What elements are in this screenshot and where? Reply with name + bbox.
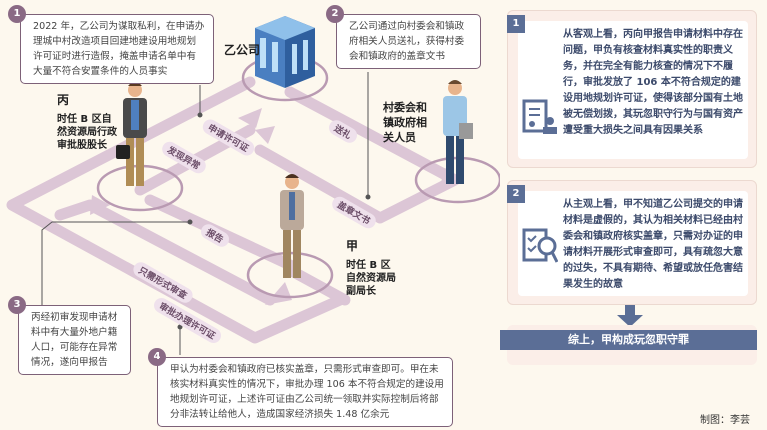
note-3: 丙经初审发现申请材料中有大量外地户籍人口，可能存在异常情况，遂向甲报告 [18, 305, 131, 375]
note-4-badge: 4 [148, 348, 166, 366]
company-building-icon [255, 16, 315, 88]
jia-title: 时任 B 区自然资源局副局长 [346, 260, 396, 297]
note-2-badge: 2 [326, 5, 344, 23]
note-3-badge: 3 [8, 296, 26, 314]
company-label: 乙公司 [224, 43, 261, 57]
jia-figure-icon [280, 174, 304, 278]
analysis-2-text: 从主观上看，甲不知道乙公司提交的申请材料是虚假的，其认为相关材料已经由村委会和镇… [563, 199, 743, 290]
note-2: 乙公司通过向村委会和镇政府相关人员送礼，获得村委会和镇政府的盖章文书 [336, 14, 481, 69]
arrow-down-icon [617, 305, 643, 327]
bing-label: 丙时任 B 区自然资源局行政审批股股长 [57, 94, 117, 152]
note-4: 甲认为村委会和镇政府已核实盖章，只需形式审查即可。甲在未核实材料真实性的情况下，… [157, 357, 453, 427]
village-label: 村委会和镇政府相关人员 [383, 100, 433, 145]
analysis-1-badge: 1 [507, 15, 525, 33]
jia-name: 甲 [346, 239, 359, 253]
credit: 制图：李芸 [700, 415, 750, 426]
bing-name: 丙 [57, 93, 70, 107]
bing-title: 时任 B 区自然资源局行政审批股股长 [57, 114, 117, 151]
note-2-text: 乙公司通过向村委会和镇政府相关人员送礼，获得村委会和镇政府的盖章文书 [349, 21, 465, 62]
bing-figure-icon [116, 82, 147, 186]
note-4-text: 甲认为村委会和镇政府已核实盖章，只需形式审查即可。甲在未核实材料真实性的情况下，… [170, 364, 444, 420]
analysis-1-text: 从客观上看，丙向甲报告申请材料中存在问题，甲负有核查材料真实性的职责义务，并在完… [563, 29, 743, 136]
analysis-subjective: 从主观上看，甲不知道乙公司提交的申请材料是虚假的，其认为相关材料已经由村委会和镇… [507, 180, 757, 305]
note-1-text: 2022 年，乙公司为谋取私利，在申请办理城中村改造项目回建地建设用地规划许可证… [33, 21, 205, 77]
conclusion-bar: 综上，甲构成玩忽职守罪 [500, 330, 757, 350]
village-official-figure-icon [443, 80, 473, 184]
note-1-badge: 1 [8, 5, 26, 23]
analysis-2-badge: 2 [507, 185, 525, 203]
checklist-magnifier-icon [522, 228, 558, 263]
village-name: 村委会和镇政府相关人员 [383, 101, 427, 144]
document-person-icon [522, 99, 557, 134]
note-3-text: 丙经初审发现申请材料中有大量外地户籍人口，可能存在异常情况，遂向甲报告 [31, 312, 118, 368]
analysis-objective: 从客观上看，丙向甲报告申请材料中存在问题，甲负有核查材料真实性的职责义务，并在完… [507, 10, 757, 168]
jia-label: 甲时任 B 区自然资源局副局长 [346, 240, 398, 298]
note-1: 2022 年，乙公司为谋取私利，在申请办理城中村改造项目回建地建设用地规划许可证… [20, 14, 214, 84]
